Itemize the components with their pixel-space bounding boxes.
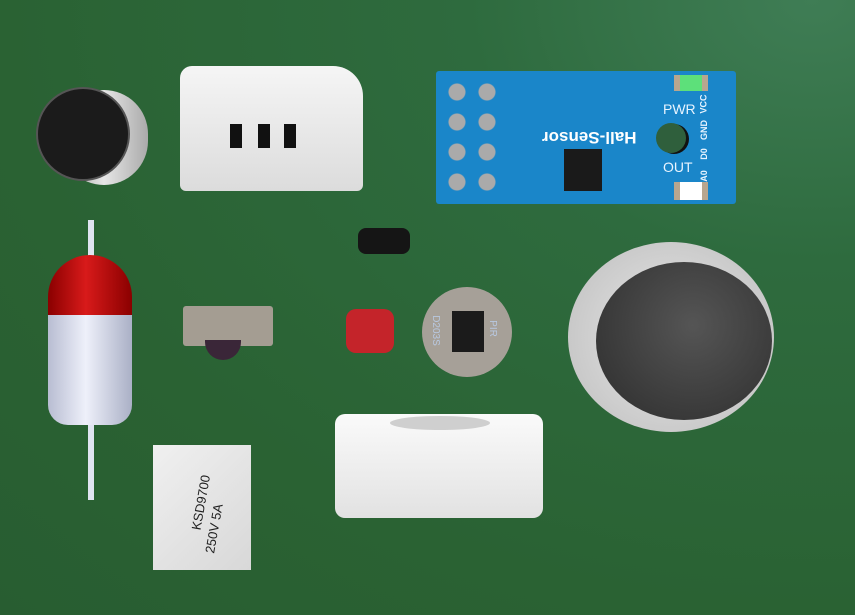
microphone-face (36, 87, 130, 181)
pir-window (452, 311, 484, 352)
transistor (358, 228, 410, 254)
potentiometer-knob (656, 123, 686, 153)
pwr-label: PWR (663, 101, 696, 117)
ir-receiver-lens (205, 340, 241, 360)
pwr-led (674, 75, 708, 91)
pin-gnd: GND (699, 120, 709, 140)
pir-model-label: D203S (429, 315, 441, 346)
photoresistor (346, 309, 394, 353)
push-button-cap[interactable] (596, 262, 772, 420)
humidity-sensor-housing (180, 66, 363, 191)
thermostat-ksd9700: KSD9700 250V 5A (153, 445, 251, 570)
hall-sensor-title: Hall-Sensor (542, 128, 637, 147)
mercury-switch-body (48, 315, 132, 425)
out-led (674, 182, 708, 200)
mercury-switch-cap (48, 255, 132, 325)
hall-sensor-module: Hall-Sensor PWR OUT VCC GND D0 A0 (436, 71, 736, 204)
pir-label: PIR (486, 320, 498, 337)
ic-chip (564, 149, 602, 191)
pin-vcc: VCC (698, 94, 709, 114)
current-sensor-hole (390, 416, 490, 430)
pir-sensor: D203S PIR (422, 287, 512, 377)
mounting-holes (442, 77, 502, 197)
pin-labels: VCC GND D0 A0 (698, 89, 720, 189)
ir-receiver (183, 306, 273, 346)
pin-d0: D0 (698, 148, 709, 160)
current-sensor-housing (335, 414, 543, 518)
out-label: OUT (663, 159, 693, 175)
pin-a0: A0 (698, 170, 709, 182)
